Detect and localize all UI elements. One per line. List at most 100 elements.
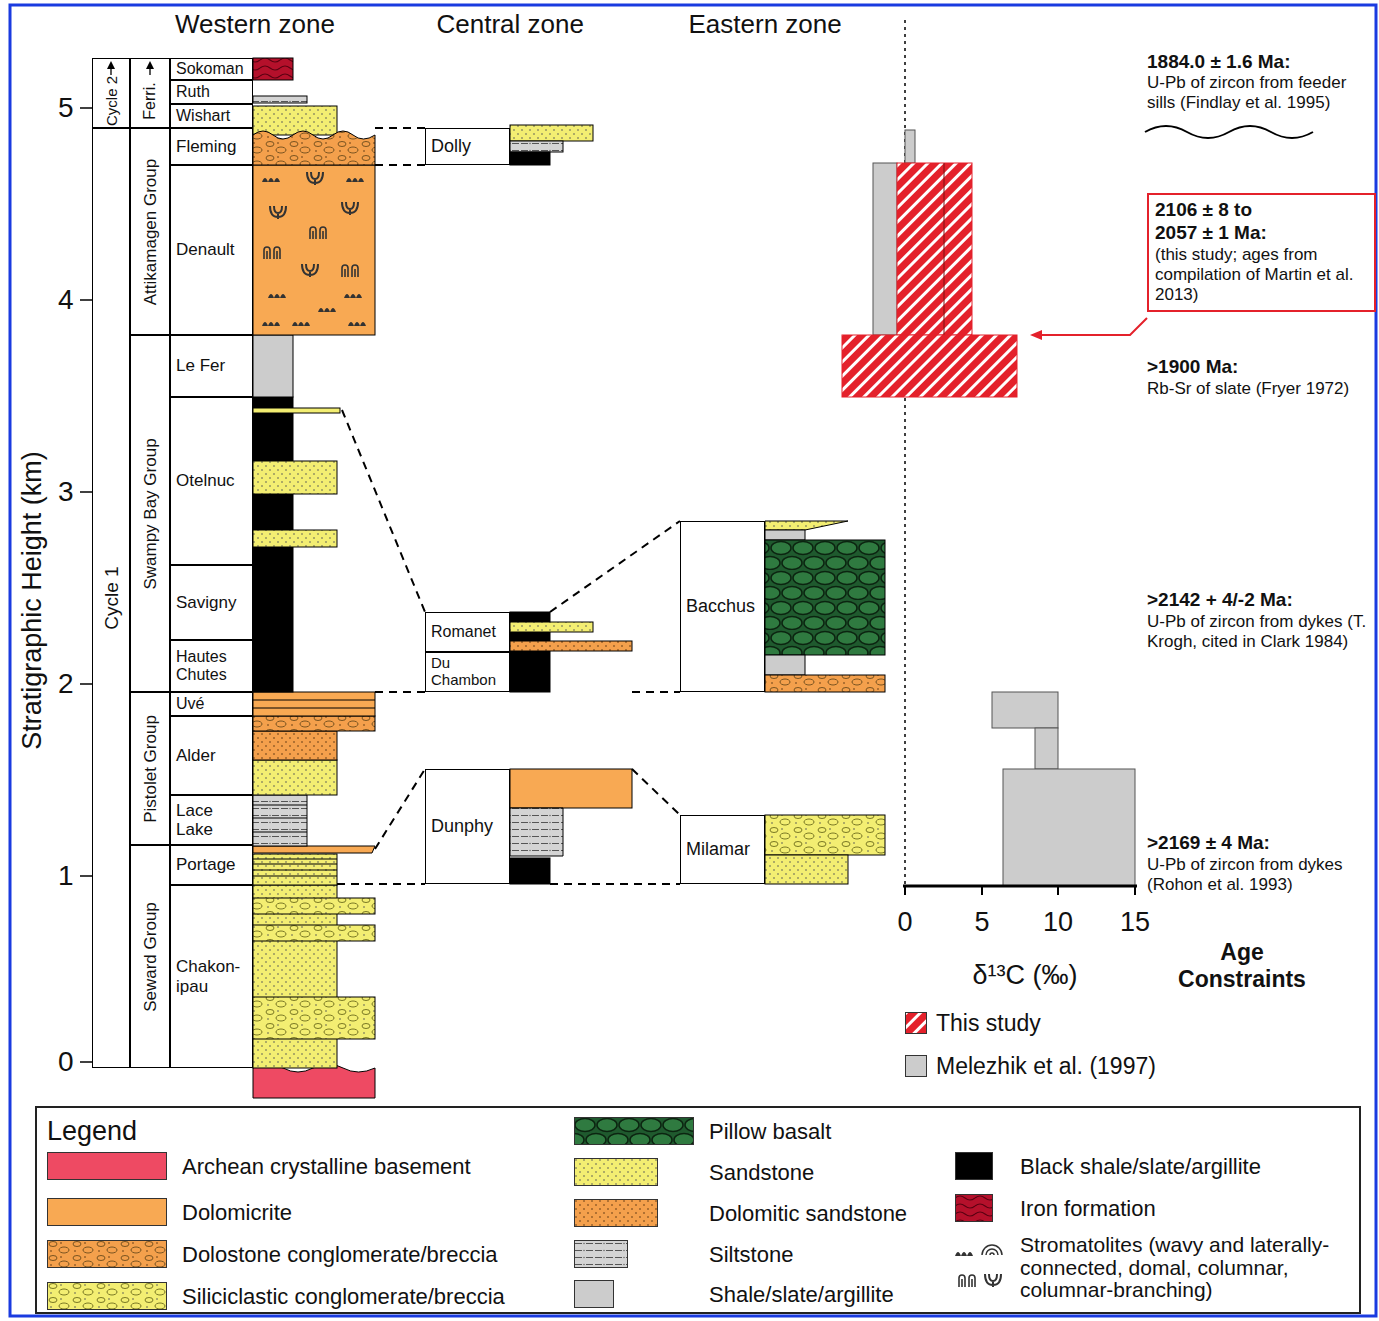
column-title: Swampy Bay Group	[142, 438, 159, 589]
tick-label: 3	[58, 476, 74, 508]
formation-name: Alder	[176, 746, 216, 765]
western-lithology	[253, 335, 293, 397]
central-lithology	[510, 622, 593, 632]
western-lithology	[253, 925, 375, 941]
column-title: Ferri.	[142, 82, 158, 119]
formation-name: Dunphy	[431, 816, 493, 836]
formation-name: Chakon- ipau	[176, 957, 246, 995]
formation-name: Lace Lake	[176, 801, 221, 839]
legend-swatch	[47, 1282, 167, 1310]
age-markers	[1040, 318, 1147, 335]
formation-box: Uvé	[170, 692, 253, 716]
correlation-lines	[337, 883, 425, 885]
central-lithology	[510, 858, 550, 884]
isotope-chart	[842, 335, 1017, 397]
height-axis	[80, 107, 92, 109]
stromatolite-symbols	[346, 178, 364, 182]
formation-name: Uvé	[176, 695, 204, 713]
formation-name: Hautes Chutes	[176, 648, 246, 684]
stromatolite-symbols	[318, 308, 336, 312]
western-lithology	[253, 854, 337, 885]
western-lithology	[253, 165, 375, 335]
formation-box: Portage	[170, 845, 253, 885]
age-note: U-Pb of zircon from dykes (T. Krogh, cit…	[1147, 612, 1375, 653]
formation-text: Wishart	[176, 107, 230, 125]
formation-box: Romanet	[425, 612, 510, 652]
formation-text: Ruth	[176, 83, 210, 101]
age-heading: >2142 + 4/-2 Ma:	[1147, 589, 1293, 611]
formation-name: Portage	[176, 855, 236, 874]
legend-swatch	[47, 1198, 167, 1226]
cycle-box: Cycle 1	[92, 128, 130, 1068]
eastern-lithology	[765, 530, 805, 540]
stromatolite-symbols	[262, 322, 280, 326]
legend-swatch	[955, 1194, 993, 1222]
formation-box: Denault	[170, 165, 253, 335]
formation-box: Bacchus	[680, 521, 765, 692]
legend-text: Stromatolites (wavy and laterally-connec…	[1020, 1234, 1355, 1302]
correlation-lines	[375, 691, 425, 693]
formation-name: Milamar	[686, 839, 750, 859]
formation-text: Dolly	[431, 136, 471, 156]
legend-text: Siliciclastic conglomerate/breccia	[182, 1284, 505, 1309]
legend-swatch	[574, 1280, 614, 1308]
legend-text: Dolomitic sandstone	[709, 1201, 907, 1226]
group-box: Ferri.	[130, 58, 170, 128]
zone-heading: Western zone	[175, 10, 335, 40]
correlation-lines	[337, 128, 680, 884]
stromatolite-symbols	[310, 227, 326, 239]
formation-name: Du Chambon	[431, 655, 501, 689]
formation-name: Sokoman	[176, 60, 244, 78]
age-heading: >2169 ± 4 Ma:	[1147, 832, 1270, 854]
legend-swatch	[574, 1199, 658, 1227]
height-axis	[80, 491, 92, 493]
column-title: Cycle 2	[104, 76, 119, 126]
western-lithology	[253, 859, 337, 876]
western-lithology	[253, 106, 337, 135]
axis-title: δ¹³C (‰)	[973, 960, 1078, 991]
correlation-lines	[632, 691, 680, 693]
formation-text: Sokoman	[176, 60, 244, 78]
group-box: Seward Group	[130, 845, 170, 1068]
axis-title: Stratigraphic Height (km)	[16, 451, 47, 750]
stromatolite-symbol	[959, 1275, 975, 1287]
formation-box: Dolly	[425, 128, 510, 165]
correlation-lines	[632, 769, 680, 815]
legend-text: Iron formation	[1020, 1196, 1156, 1221]
legend-swatch	[574, 1117, 694, 1145]
column-title: Pistolet Group	[142, 715, 159, 823]
western-lithology	[253, 1064, 375, 1098]
correlation-lines	[375, 127, 425, 129]
legend-swatch	[47, 1152, 167, 1180]
formation-text: Otelnuc	[176, 471, 235, 490]
tick-label: 0	[58, 1046, 74, 1078]
formation-text: Fleming	[176, 137, 236, 156]
western-lithology	[253, 795, 307, 846]
correlation-lines	[375, 769, 425, 849]
eastern-lithology	[765, 855, 848, 884]
legend-text: Melezhik et al. (1997)	[936, 1053, 1156, 1079]
formation-box: Otelnuc	[170, 397, 253, 565]
legend-text: Black shale/slate/argillite	[1020, 1154, 1261, 1179]
figure-frame	[10, 5, 1376, 1316]
age-heading: 1884.0 ± 1.6 Ma:	[1147, 51, 1291, 73]
stromatolite-symbols	[262, 172, 618, 792]
correlation-lines	[342, 410, 425, 612]
central-lithology	[510, 808, 563, 856]
eastern-lithology	[765, 675, 885, 692]
stromatolite-symbol	[955, 1252, 973, 1256]
formation-text: Romanet	[431, 623, 496, 641]
group-box: Swampy Bay Group	[130, 335, 170, 692]
western-lithology	[253, 700, 375, 708]
isotope-chart	[842, 20, 1137, 895]
height-axis	[80, 1061, 92, 1063]
correlation-lines	[375, 164, 425, 166]
legend-text: Sandstone	[709, 1160, 814, 1185]
column-heading: Age Constraints	[1167, 939, 1317, 994]
legend-swatch	[955, 1240, 1011, 1292]
height-axis	[80, 299, 92, 301]
isotope-chart	[903, 885, 1137, 888]
stromatolite-symbols	[292, 322, 310, 326]
legend-text: This study	[936, 1010, 1041, 1036]
